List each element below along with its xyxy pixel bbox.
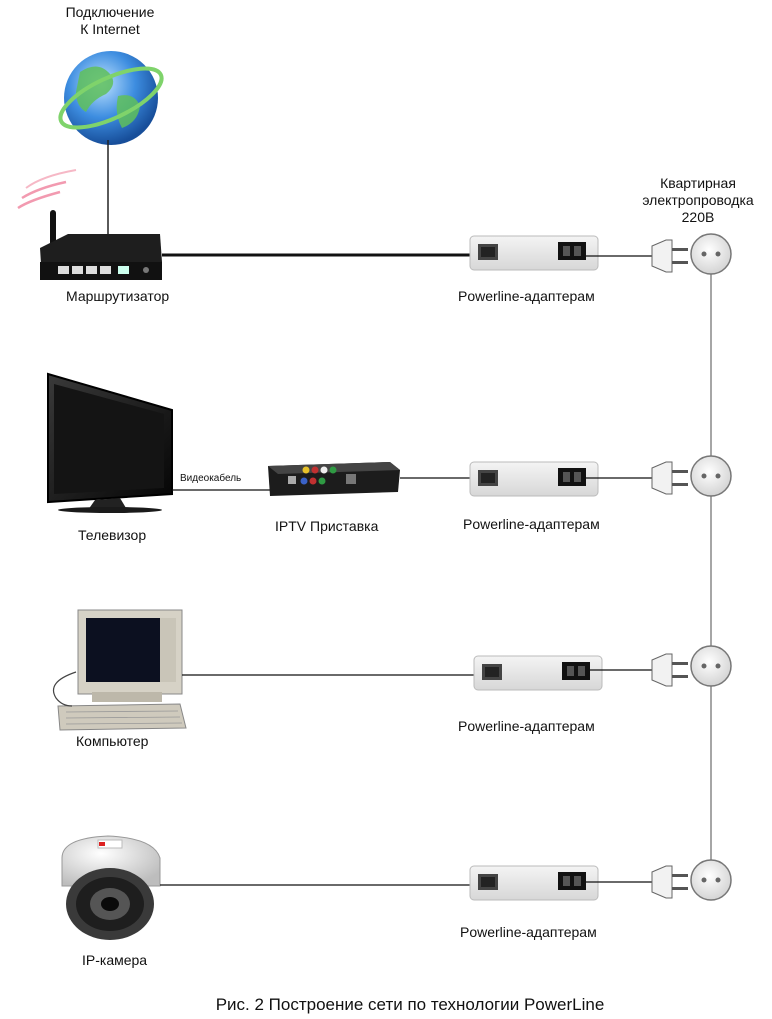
powerline-adapter-icon (469, 235, 599, 271)
computer-label: Компьютер (76, 733, 149, 749)
camera-label: IP-камера (82, 952, 148, 968)
plug-icon (651, 239, 688, 273)
settop-box-label: IPTV Приставка (275, 518, 379, 534)
adapter-label: Powerline-адаптерам (458, 718, 595, 734)
wall-socket-icon (690, 859, 732, 901)
powerline-adapter-icon (473, 655, 603, 691)
router-icon (17, 169, 162, 280)
internet-label: Подключение К Internet (65, 4, 155, 37)
powerline-adapter-icon (469, 865, 599, 901)
adapter-label: Powerline-адаптерам (463, 516, 600, 532)
powerline-adapter-icon (469, 461, 599, 497)
figure-caption: Рис. 2 Построение сети по технологии Pow… (215, 995, 605, 1014)
tv-icon (47, 372, 173, 513)
wall-socket-icon (690, 455, 732, 497)
plug-icon (651, 461, 688, 495)
globe-icon (58, 51, 164, 145)
ip-camera-icon (61, 835, 161, 940)
settop-box-icon (268, 462, 400, 496)
router-label: Маршрутизатор (66, 288, 170, 304)
computer-icon (52, 609, 187, 731)
wiring-label: Квартирная электропроводка 220В (642, 175, 754, 225)
video-cable-label: Видеокабель (180, 473, 242, 484)
plug-icon (651, 865, 688, 899)
wall-socket-icon (690, 233, 732, 275)
tv-label: Телевизор (78, 527, 147, 543)
wall-socket-icon (690, 645, 732, 687)
adapter-label: Powerline-адаптерам (460, 924, 597, 940)
plug-icon (651, 653, 688, 687)
adapter-label: Powerline-адаптерам (458, 288, 595, 304)
